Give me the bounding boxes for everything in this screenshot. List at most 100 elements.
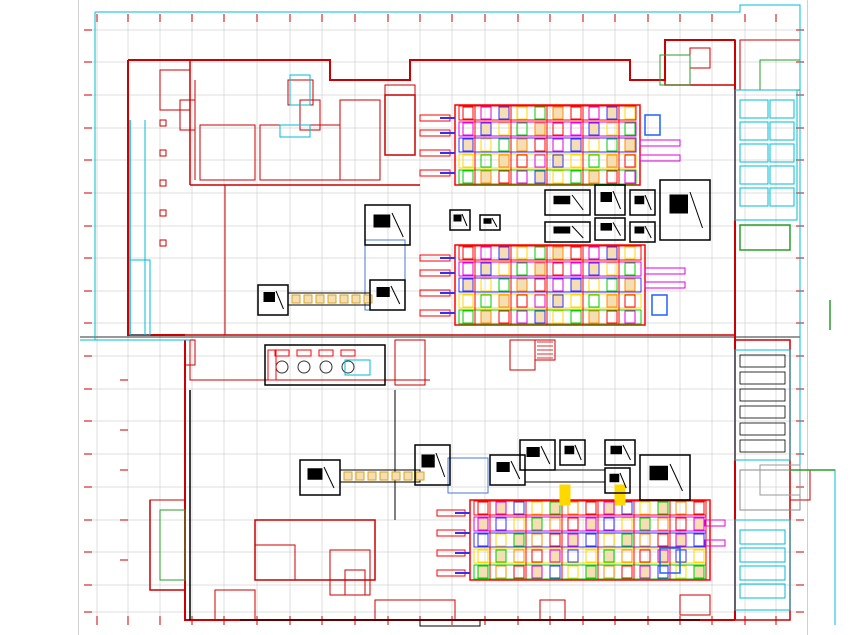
station-module	[498, 246, 510, 260]
machine-frame	[629, 221, 656, 243]
station-module	[588, 154, 600, 168]
tank	[275, 360, 289, 374]
station-module	[624, 310, 636, 324]
station-module	[516, 246, 528, 260]
desk-cluster	[769, 99, 795, 119]
tote	[403, 471, 413, 481]
tote	[339, 294, 349, 304]
conveyor-lane	[458, 261, 642, 277]
machine-core	[483, 218, 492, 224]
robot-cell	[659, 547, 681, 574]
property-line	[95, 4, 801, 13]
station-module	[570, 310, 582, 324]
station-module	[552, 278, 564, 292]
machinery-blocks	[257, 179, 711, 501]
station-module	[603, 565, 615, 579]
feed-conveyor-lower	[339, 469, 425, 483]
station-module	[657, 517, 669, 531]
conveyor	[524, 469, 606, 483]
station-module	[570, 122, 582, 136]
desk-row	[739, 388, 786, 402]
column	[159, 119, 167, 127]
station-module	[516, 106, 528, 120]
production-line-c	[469, 499, 711, 581]
desk-cluster	[739, 121, 769, 141]
station-module	[606, 170, 618, 184]
station-module	[480, 122, 492, 136]
machine-frame	[659, 179, 711, 241]
room	[739, 39, 801, 91]
station-module	[606, 294, 618, 308]
station-module	[624, 106, 636, 120]
machine	[299, 459, 341, 496]
machine	[364, 204, 411, 246]
station-module	[621, 517, 633, 531]
room	[259, 124, 341, 181]
machine-detail	[540, 445, 551, 465]
machine-detail	[435, 452, 446, 478]
tote	[379, 471, 389, 481]
station-module	[549, 549, 561, 563]
loading-dock	[739, 469, 801, 511]
machine-detail	[619, 472, 627, 489]
station-module	[621, 533, 633, 547]
station-module	[498, 310, 510, 324]
meeting-room	[739, 224, 791, 251]
room	[374, 599, 456, 621]
station-module	[585, 549, 597, 563]
feed-conveyor-upper	[287, 292, 373, 306]
station-module	[495, 565, 507, 579]
machine	[257, 284, 289, 316]
outlet	[644, 281, 686, 289]
production-line-a	[454, 104, 641, 186]
station-module	[675, 501, 687, 515]
station-module	[621, 501, 633, 515]
office-rooms	[739, 99, 835, 599]
machine-frame	[559, 439, 586, 466]
station-module	[588, 262, 600, 276]
column	[159, 179, 167, 187]
machine-core	[609, 473, 620, 483]
office-outline	[734, 89, 798, 221]
station-module	[477, 533, 489, 547]
room	[159, 69, 191, 111]
station-module	[498, 154, 510, 168]
conveyor-lane	[458, 309, 642, 325]
station-module	[513, 565, 525, 579]
station-module	[531, 549, 543, 563]
station-module	[534, 106, 546, 120]
station-module	[585, 501, 597, 515]
station-module	[480, 106, 492, 120]
room	[214, 589, 256, 621]
station-module	[498, 122, 510, 136]
machine-frame	[544, 189, 591, 216]
station-module	[639, 533, 651, 547]
desk-row	[739, 422, 786, 436]
column	[159, 149, 167, 157]
machine-frame	[364, 204, 411, 246]
machine-detail	[669, 463, 683, 492]
desk-row	[739, 439, 786, 453]
station-module	[498, 138, 510, 152]
station-module	[462, 310, 474, 324]
machine-detail	[644, 194, 652, 211]
station-module	[570, 262, 582, 276]
machine-detail	[612, 190, 621, 210]
wall-upper-north	[128, 39, 735, 81]
stair	[534, 339, 556, 361]
tank	[319, 360, 333, 374]
station-module	[621, 565, 633, 579]
room	[384, 84, 416, 96]
tote	[415, 471, 425, 481]
marker	[559, 484, 571, 506]
station-module	[639, 501, 651, 515]
machine	[369, 279, 406, 311]
station-module	[675, 549, 687, 563]
desk-cluster	[739, 565, 786, 581]
station-module	[462, 262, 474, 276]
station-module	[588, 106, 600, 120]
tote	[315, 294, 325, 304]
outlet	[639, 154, 681, 162]
station-module	[534, 154, 546, 168]
station-module	[516, 278, 528, 292]
